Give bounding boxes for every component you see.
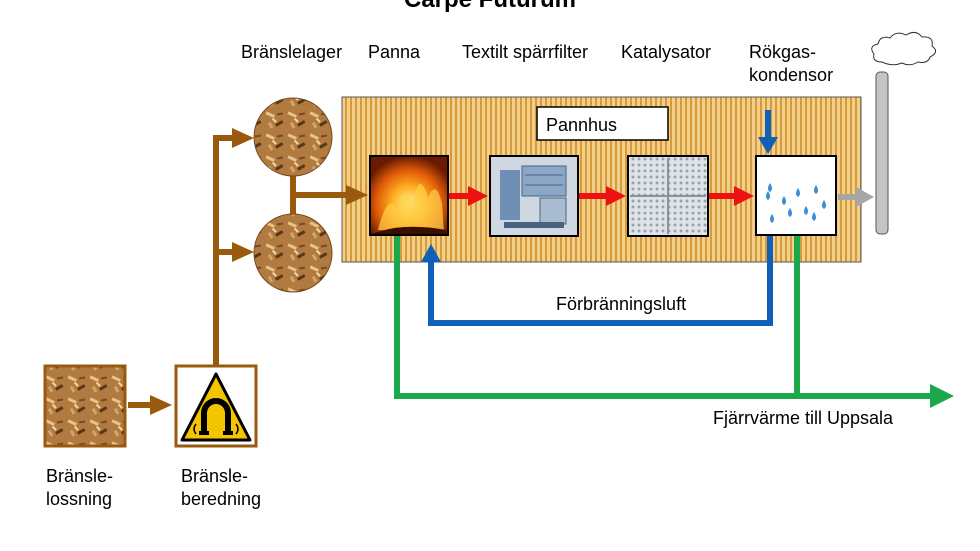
cloud-icon bbox=[871, 31, 936, 66]
label-boiler-house: Pannhus bbox=[546, 115, 618, 135]
label-flue-gas-condenser-line2: kondensor bbox=[749, 65, 834, 85]
label-boiler: Panna bbox=[368, 42, 421, 62]
label-combustion-air: Förbränningsluft bbox=[556, 294, 687, 314]
label-district-heating: Fjärrvärme till Uppsala bbox=[713, 408, 894, 428]
label-flue-gas-condenser-line1: Rökgas- bbox=[749, 42, 817, 62]
district-heating-flow bbox=[394, 236, 954, 408]
label-textile-filter: Textilt spärrfilter bbox=[462, 42, 589, 62]
fuel-storage-pile-lower bbox=[253, 213, 333, 293]
fuel-storage-pile-upper bbox=[253, 97, 333, 177]
chimney bbox=[875, 71, 889, 235]
label-fuel-storage: Bränslelager bbox=[241, 42, 343, 62]
label-fuel-preparation-line1: Bränsle- bbox=[181, 466, 249, 486]
combustion-air-flow bbox=[421, 110, 778, 326]
fuel-flow bbox=[128, 128, 368, 415]
label-fuel-preparation-line2: beredning bbox=[181, 489, 262, 509]
boiler-image bbox=[369, 155, 449, 236]
flue-gas-flow bbox=[448, 186, 754, 206]
fuel-unloading-image bbox=[43, 364, 127, 448]
diagram-title: Carpe Futurum bbox=[0, 0, 980, 14]
catalyst-image bbox=[627, 155, 709, 237]
magnet-warning-icon bbox=[174, 364, 258, 448]
textile-filter-image bbox=[489, 155, 579, 237]
label-catalyst: Katalysator bbox=[621, 42, 712, 62]
flue-gas-condenser-image bbox=[755, 155, 837, 236]
label-fuel-unloading-line1: Bränsle- bbox=[46, 466, 114, 486]
boiler-house-label-box bbox=[536, 106, 669, 141]
label-fuel-unloading-line2: lossning bbox=[46, 489, 113, 509]
exhaust-flow bbox=[838, 187, 874, 207]
